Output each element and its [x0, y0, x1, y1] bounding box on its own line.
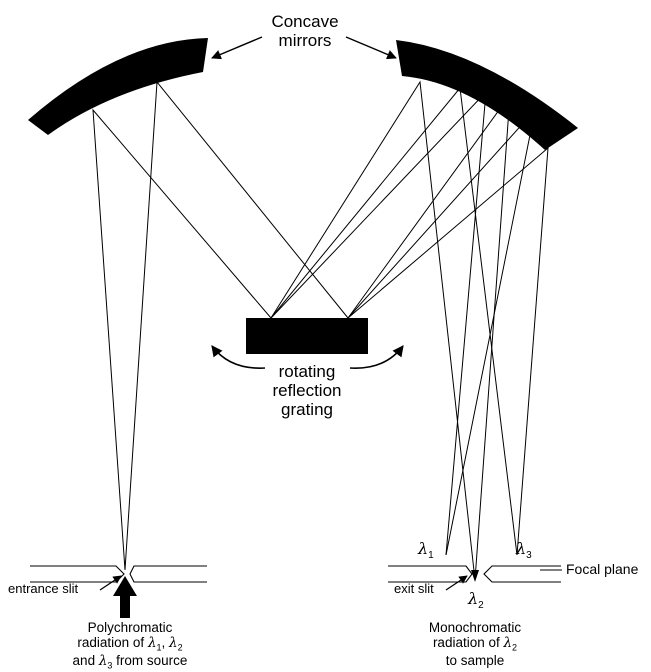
left-concave-mirror: [28, 38, 208, 135]
lambda1-symbol: λ: [418, 539, 429, 558]
grating-rotation-arrow-left: [211, 345, 266, 369]
lambda1-label: λ1: [418, 539, 434, 562]
poly-lambda3: λ: [98, 652, 108, 669]
reflection-grating: [246, 318, 368, 354]
exit-ray-paths: [270, 80, 549, 581]
poly-sub3: 3: [107, 660, 113, 671]
exit-slit-pointer: [445, 575, 468, 591]
grating-label: rotating reflection grating: [272, 362, 342, 420]
polychromatic-line-2: radiation of λ1, λ2: [40, 635, 220, 653]
poly-sub2: 2: [177, 642, 183, 653]
poly-lambda1: λ: [147, 635, 157, 652]
monochromatic-line-3: to sample: [445, 652, 505, 668]
polychromatic-line-3-prefix: and: [72, 652, 99, 668]
monochromatic-line-1: Monochromatic: [428, 620, 522, 635]
lambda3-sub: 3: [526, 550, 532, 562]
polychromatic-line-1: Polychromatic: [87, 620, 173, 635]
entrance-ray-paths: [92, 80, 349, 571]
poly-sub1: 1: [156, 642, 162, 653]
poly-comma: ,: [161, 635, 170, 651]
entrance-slit: [30, 565, 207, 583]
mirror-label-arrow-left: [211, 36, 263, 60]
monochromatic-caption: Monochromatic radiation of λ2 to sample: [400, 620, 550, 668]
grating-rotation-arrow-right: [349, 345, 404, 369]
lambda3-symbol: λ: [516, 539, 527, 558]
output-arrow: [471, 570, 479, 582]
lambda1-sub: 1: [428, 550, 434, 562]
lambda2-symbol: λ: [468, 589, 479, 608]
mono-sub2: 2: [512, 642, 518, 653]
exit-slit: [388, 565, 561, 583]
lambda3-label: λ3: [516, 539, 532, 562]
right-concave-mirror: [396, 40, 578, 150]
monochromatic-line-2-text: radiation of: [432, 635, 504, 651]
polychromatic-line-3: and λ3 from source: [40, 653, 220, 671]
mono-lambda2: λ: [503, 635, 513, 652]
source-input-arrow: [113, 576, 137, 618]
lambda2-sub: 2: [478, 600, 484, 612]
entrance-slit-label: entrance slit: [8, 581, 79, 596]
polychromatic-line-3-suffix: from source: [112, 652, 188, 668]
exit-slit-label: exit slit: [394, 581, 434, 596]
lambda2-label: λ2: [468, 589, 484, 612]
monochromatic-line-2: radiation of λ2: [400, 635, 550, 653]
entrance-slit-pointer: [99, 575, 122, 591]
poly-lambda2: λ: [169, 635, 178, 652]
focal-plane-label: Focal plane: [566, 561, 639, 577]
polychromatic-caption: Polychromatic radiation of λ1, λ2 and λ3…: [40, 620, 220, 671]
polychromatic-line-2-text: radiation of: [77, 635, 148, 651]
mirror-label-arrow-right: [345, 36, 397, 60]
concave-mirrors-label: Concave mirrors: [271, 12, 339, 51]
